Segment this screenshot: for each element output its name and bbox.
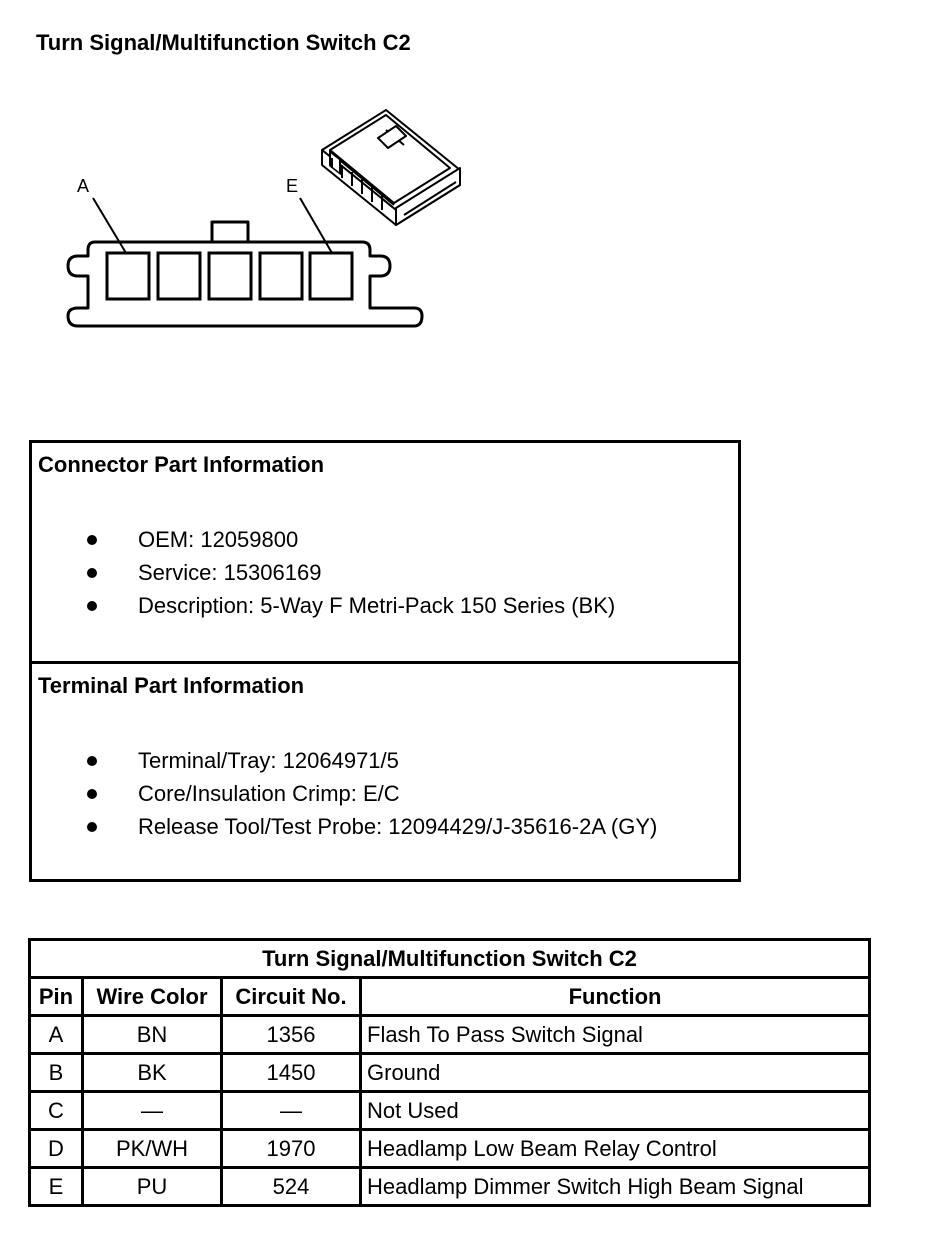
cell-circuit: — (220, 1090, 362, 1131)
connector-part-information: Connector Part Information OEM: 12059800… (38, 452, 616, 618)
cell-pin: B (28, 1052, 84, 1093)
connector-info-title: Connector Part Information (38, 452, 325, 477)
cavity-b (156, 251, 202, 301)
cell-function: Headlamp Low Beam Relay Control (358, 1128, 872, 1169)
header-wire-color: Wire Color (81, 976, 223, 1017)
table-caption: Turn Signal/Multifunction Switch C2 (27, 938, 872, 979)
cell-circuit: 1450 (220, 1052, 362, 1093)
cell-circuit: 1970 (220, 1128, 362, 1169)
cell-circuit: 1356 (220, 1014, 362, 1055)
cell-function: Ground (358, 1052, 872, 1093)
cell-wire-color: PK/WH (81, 1128, 223, 1169)
pin-table: Turn Signal/Multifunction Switch C2 Pin … (27, 938, 872, 1207)
cell-wire-color: PU (81, 1166, 223, 1207)
cell-function: Not Used (358, 1090, 872, 1131)
cell-wire-color: BN (81, 1014, 223, 1055)
header-function: Function (358, 976, 872, 1017)
pin-label-e: E (286, 176, 298, 196)
bullet-icon (87, 822, 97, 832)
table-row: B BK 1450 Ground (28, 1052, 872, 1093)
connector-cavities (105, 251, 354, 301)
pin-leader-lines (92, 197, 333, 254)
cell-pin: E (28, 1166, 84, 1207)
cell-function: Flash To Pass Switch Signal (358, 1014, 872, 1055)
bullet-icon (87, 789, 97, 799)
terminal-info-title: Terminal Part Information (38, 673, 305, 698)
bullet-icon (87, 568, 97, 578)
cell-function: Headlamp Dimmer Switch High Beam Signal (358, 1166, 872, 1207)
connector-diagram: A E (66, 109, 461, 328)
bullet-icon (87, 535, 97, 545)
table-row: C — — Not Used (28, 1090, 872, 1131)
cell-pin: C (28, 1090, 84, 1131)
cell-wire-color: — (81, 1090, 223, 1131)
header-circuit-no: Circuit No. (220, 976, 362, 1017)
page-title: Turn Signal/Multifunction Switch C2 (36, 30, 411, 55)
table-header-row: Pin Wire Color Circuit No. Function (28, 976, 872, 1017)
terminal-part-information: Terminal Part Information Terminal/Tray:… (32, 661, 738, 879)
cell-wire-color: BK (81, 1052, 223, 1093)
cavity-c (207, 251, 253, 301)
table-row: E PU 524 Headlamp Dimmer Switch High Bea… (28, 1166, 872, 1207)
bullet-icon (87, 601, 97, 611)
cavity-a (105, 251, 151, 301)
part-information-box: Connector Part Information OEM: 12059800… (29, 440, 741, 882)
bullet-icon (87, 756, 97, 766)
cell-pin: D (28, 1128, 84, 1169)
connector-3d-illustration (321, 109, 461, 226)
cavity-d (258, 251, 304, 301)
connector-face (66, 220, 424, 328)
cell-pin: A (28, 1014, 84, 1055)
table-caption-row: Turn Signal/Multifunction Switch C2 (27, 938, 872, 979)
cavity-e (308, 251, 354, 301)
cell-circuit: 524 (220, 1166, 362, 1207)
table-row: D PK/WH 1970 Headlamp Low Beam Relay Con… (28, 1128, 872, 1169)
table-row: A BN 1356 Flash To Pass Switch Signal (28, 1014, 872, 1055)
pin-label-a: A (77, 176, 89, 196)
header-pin: Pin (28, 976, 84, 1017)
